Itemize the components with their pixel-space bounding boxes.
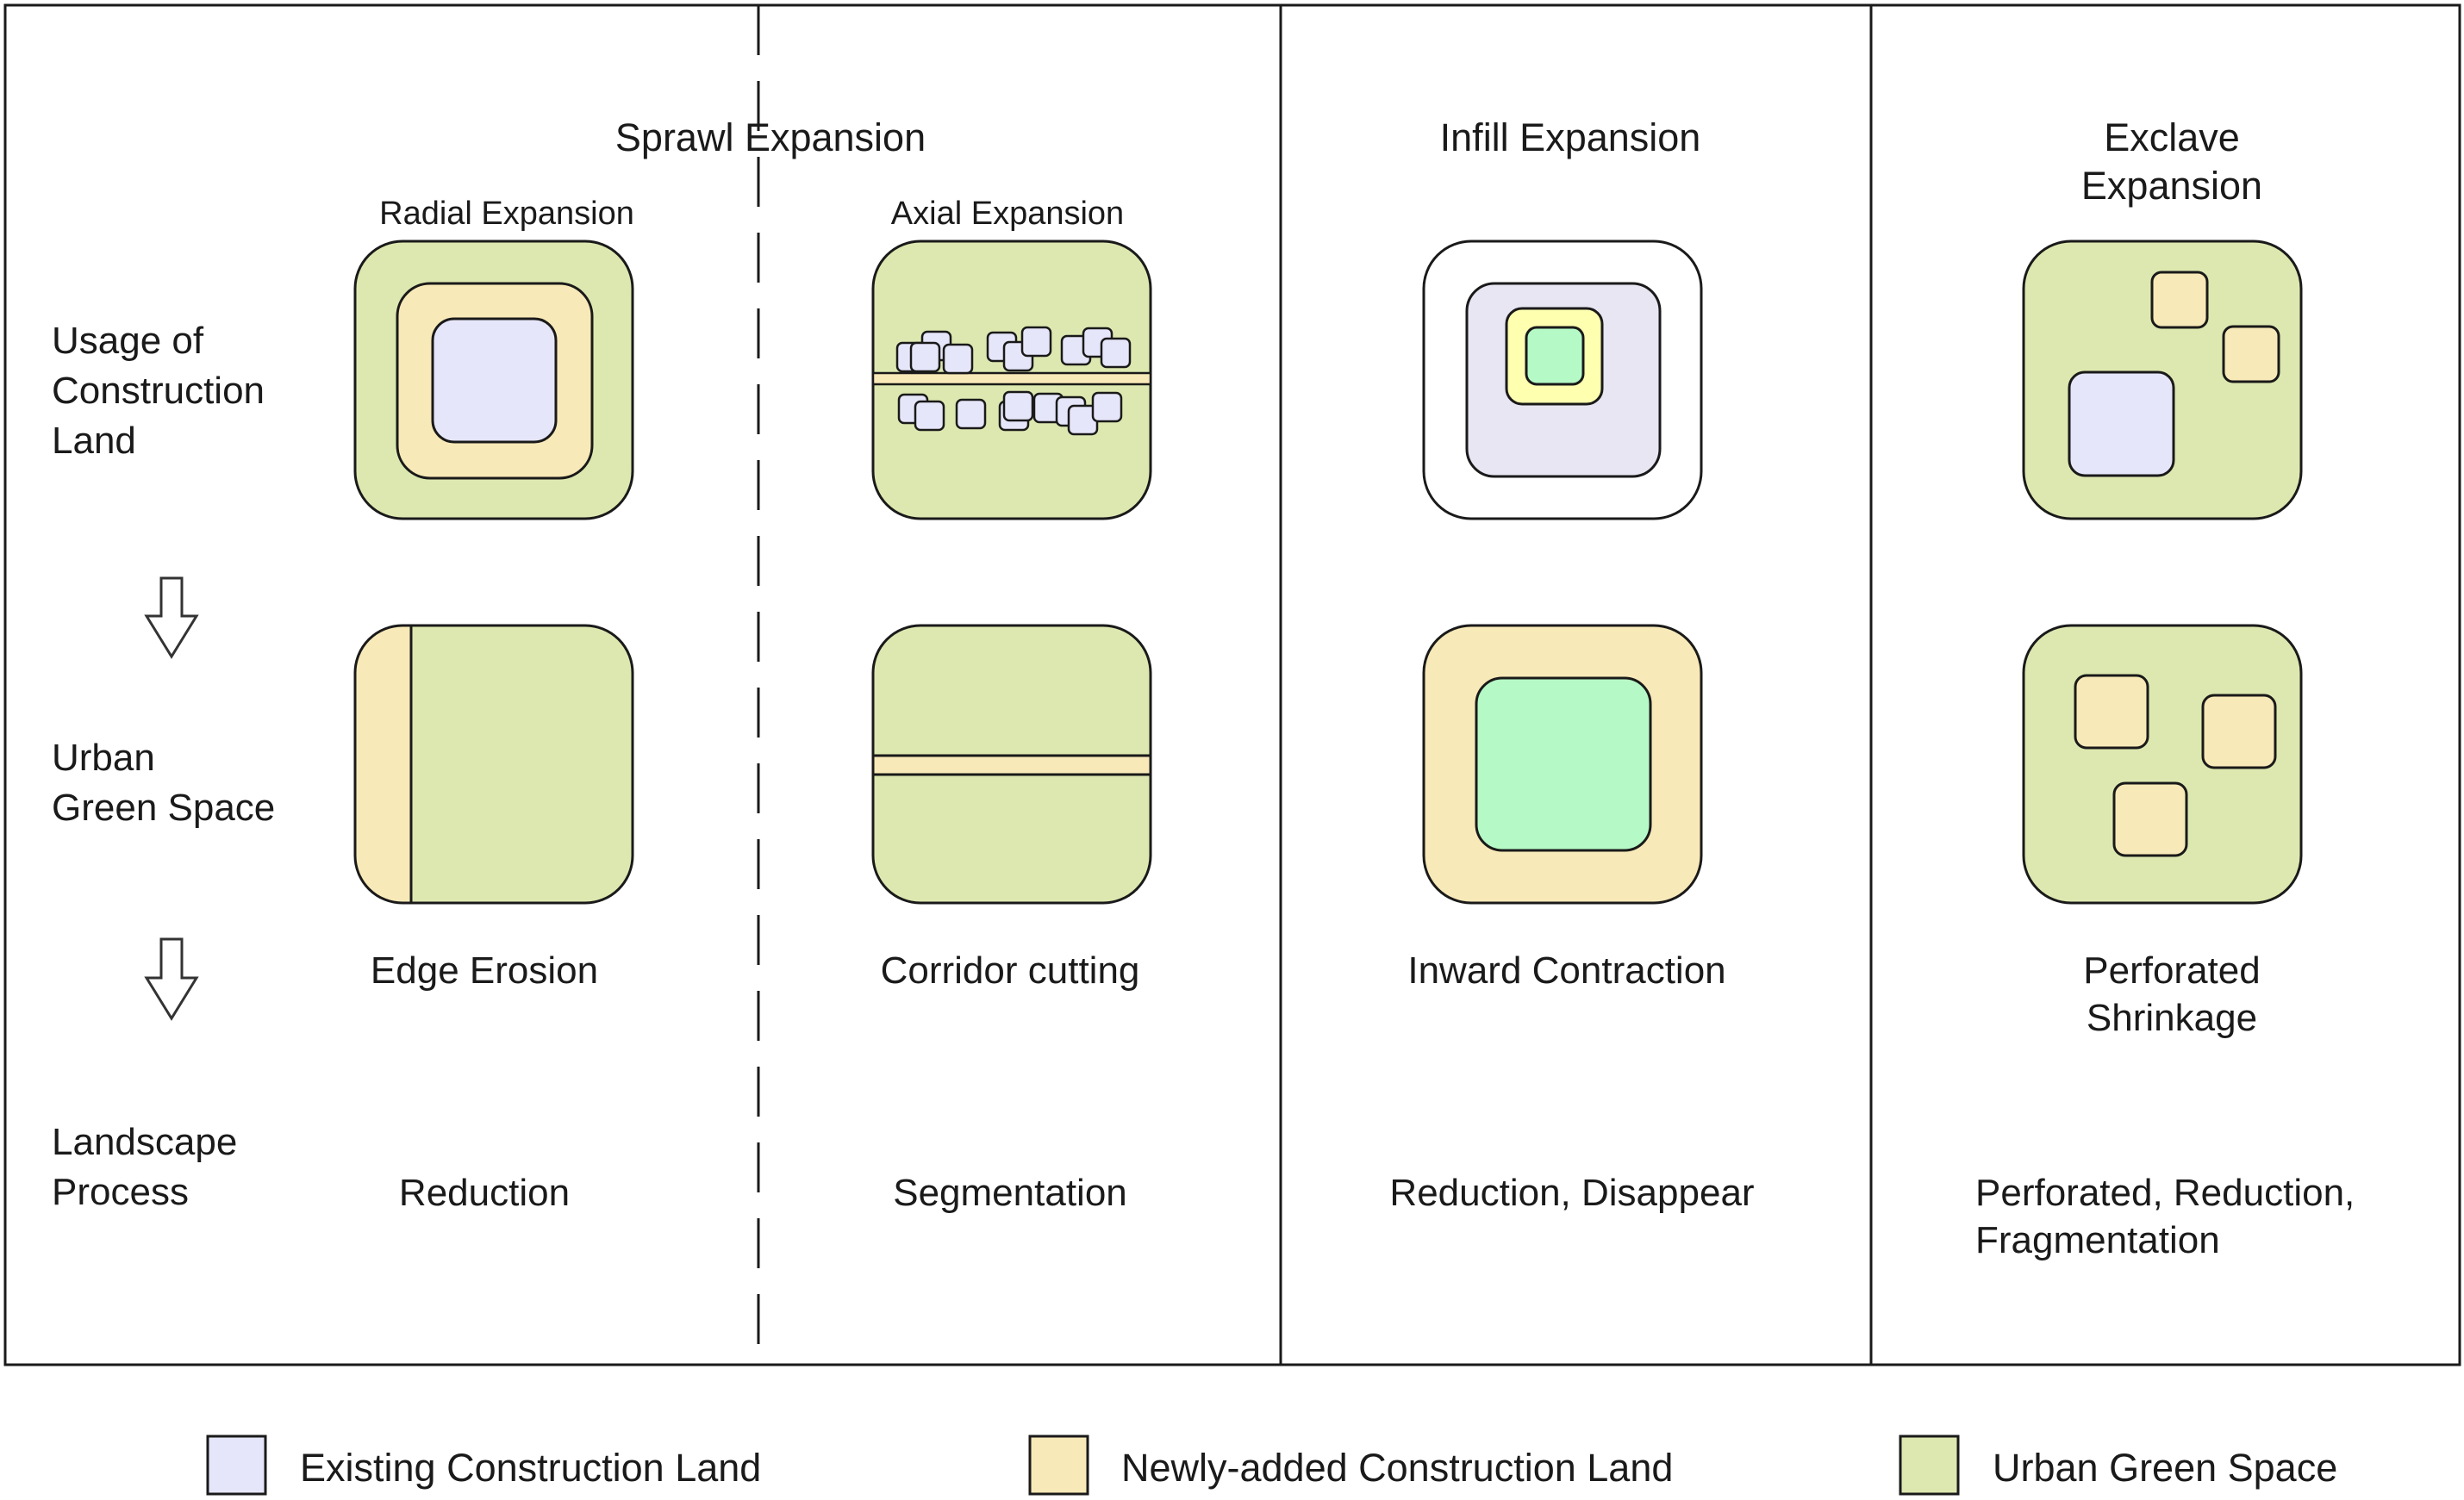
legend-label-new: Newly-added Construction Land <box>1121 1446 1674 1490</box>
process-label-infill: Reduction, Disappear <box>1389 1172 1755 1214</box>
building-block <box>914 400 945 432</box>
building-block <box>909 341 941 373</box>
radial-usage-diagram <box>353 240 634 520</box>
radial-green-diagram <box>353 624 634 905</box>
pattern-label-radial: Edge Erosion <box>370 949 599 992</box>
pattern-label-infill: Inward Contraction <box>1407 949 1726 992</box>
title-radial-expansion: Radial Expansion <box>379 196 634 232</box>
title-infill-expansion: Infill Expansion <box>1439 115 1701 159</box>
down-arrow-icon <box>144 937 199 1021</box>
process-label-radial: Reduction <box>398 1172 571 1214</box>
row-label-green-space: Urban Green Space <box>52 737 276 829</box>
row-label-landscape: Landscape Process <box>52 1121 238 1213</box>
legend-swatch-existing <box>206 1435 267 1496</box>
title-sprawl-expansion: Sprawl Expansion <box>614 115 926 159</box>
exclave-usage-diagram <box>2022 240 2303 520</box>
main-frame <box>3 3 2461 1366</box>
infill-green-diagram <box>1422 624 1703 905</box>
legend-swatch-green <box>1899 1435 1960 1496</box>
legend-label-green: Urban Green Space <box>1993 1446 2338 1490</box>
row-label-construction: Usage of Construction Land <box>52 320 265 462</box>
building-block <box>942 343 974 375</box>
title-exclave-expansion: Exclave Expansion <box>2080 115 2263 209</box>
process-label-axial: Segmentation <box>893 1172 1127 1214</box>
building-block <box>1002 390 1034 422</box>
title-axial-expansion: Axial Expansion <box>890 196 1125 232</box>
building-block <box>955 398 987 430</box>
exclave-green-diagram <box>2022 624 2303 905</box>
axial-green-diagram <box>871 624 1152 905</box>
infill-usage-diagram <box>1422 240 1703 520</box>
process-label-exclave: Perforated, Reduction, Fragmentation <box>1975 1172 2355 1261</box>
pattern-label-exclave: Perforated Shrinkage <box>2083 949 2261 1039</box>
legend-swatch-new <box>1028 1435 1089 1496</box>
axial-usage-diagram <box>871 240 1152 520</box>
building-block <box>1091 391 1123 423</box>
building-block <box>1100 337 1132 369</box>
pattern-label-axial: Corridor cutting <box>880 949 1140 992</box>
building-block <box>1020 326 1052 358</box>
legend-label-existing: Existing Construction Land <box>300 1446 762 1490</box>
building-blocks <box>895 326 1132 436</box>
down-arrow-icon <box>144 576 199 659</box>
